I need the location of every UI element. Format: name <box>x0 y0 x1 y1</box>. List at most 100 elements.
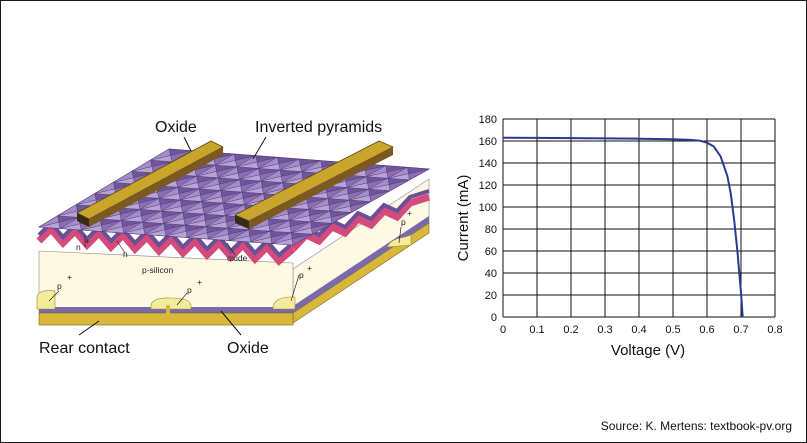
leader-p-plus-3 <box>290 274 300 302</box>
solar-cell-diagram: Oxide Inverted pyramids Rear contact Oxi… <box>36 119 431 357</box>
pyramid-facet <box>310 210 332 222</box>
pyramid-facet <box>182 201 204 213</box>
pyramid-facet <box>203 202 225 215</box>
x-tick-label: 0.6 <box>699 324 714 336</box>
y-tick-label: 180 <box>479 114 497 126</box>
x-tick-label: 0.7 <box>733 324 748 336</box>
p-plus-region-3 <box>272 296 296 310</box>
top-oxide-front <box>37 220 295 258</box>
label-p-silicon: p-silicon <box>142 265 173 275</box>
pyramid-facet <box>220 179 241 191</box>
pyramid-facet <box>163 212 185 224</box>
label-p-plus-2-sup: + <box>197 277 202 287</box>
pyramid-facet <box>263 182 284 194</box>
pyramid-facet <box>94 182 115 194</box>
pyramid-facet <box>282 171 304 183</box>
pyramid-facet <box>215 153 236 166</box>
pyramid-facet <box>308 198 330 210</box>
pyramid-facet <box>289 208 310 221</box>
label-oxide-small: oxide <box>227 253 248 263</box>
pyramid-facet <box>258 157 279 169</box>
p-plus-region-2 <box>150 297 192 310</box>
x-tick-label: 0 <box>500 324 506 336</box>
label-n: n <box>123 249 128 259</box>
label-p-plus-1: p <box>57 281 62 291</box>
label-p-plus-4-sup: + <box>407 208 412 218</box>
y-tick-label: 60 <box>485 246 497 258</box>
front-finger-2-front <box>235 215 249 229</box>
leader-rear-contact <box>78 320 100 336</box>
pyramid-facet <box>271 232 293 244</box>
pyramid-facet <box>244 193 265 205</box>
pyramid-facet <box>102 220 123 232</box>
pyramid-facet <box>180 188 201 201</box>
pyramid-facet <box>201 190 223 202</box>
leader-pyramids <box>252 136 267 160</box>
pyramid-facet <box>217 166 239 178</box>
pyramid-facet <box>38 215 60 228</box>
pyramid-facet <box>123 221 144 234</box>
front-finger-1-front <box>77 213 89 227</box>
y-tick-label: 0 <box>491 312 497 324</box>
pyramid-facet <box>121 209 142 221</box>
pyramid-facet <box>76 193 97 205</box>
label-p-plus-3-sup: + <box>307 263 312 273</box>
label-p-plus-4: p <box>401 217 406 227</box>
pyramid-facet <box>241 180 263 193</box>
pyramid-facet <box>198 177 220 190</box>
pyramid-facet <box>239 168 260 180</box>
pyramid-facet <box>329 199 351 212</box>
x-tick-label: 0.5 <box>665 324 680 336</box>
pyramid-facet <box>368 177 390 190</box>
pyramid-facet <box>139 197 161 210</box>
pyramid-facet <box>291 221 312 233</box>
pyramid-facet <box>327 187 349 199</box>
y-tick-label: 100 <box>479 202 497 214</box>
pyramid-facet <box>150 148 171 161</box>
label-n-plus: n <box>76 242 81 252</box>
front-finger-1-side <box>89 147 223 227</box>
pyramid-facet <box>177 175 199 188</box>
pyramid-facet <box>113 170 134 183</box>
pyramid-facet <box>131 159 153 172</box>
leader-oxide-bottom <box>220 310 242 336</box>
pyramid-facet <box>222 191 244 204</box>
label-p-plus-2: p <box>187 285 192 295</box>
pyramid-facet <box>158 186 180 199</box>
label-p-plus-3: p <box>299 270 304 280</box>
pyramid-facet <box>229 229 250 241</box>
label-n-plus-sup: + <box>85 236 90 246</box>
x-tick-label: 0.3 <box>597 324 612 336</box>
n-plus-layer-side <box>290 193 431 252</box>
n-plus-layer-front <box>36 223 296 266</box>
leader-p-plus-1 <box>48 290 60 302</box>
label-oxide-bottom: Oxide <box>227 340 269 357</box>
x-tick-label: 0.4 <box>631 324 646 336</box>
p-plus-region-1 <box>36 290 56 310</box>
chart-grid <box>502 118 776 318</box>
pyramid-facet <box>250 230 272 243</box>
pyramid-facet <box>184 213 206 226</box>
pyramid-facet <box>161 199 182 212</box>
leader-oxide-small <box>226 242 236 256</box>
x-tick-label: 0.2 <box>563 324 578 336</box>
pyramid-facet <box>260 169 282 182</box>
y-tick-label: 40 <box>485 268 497 280</box>
leader-p-plus-2 <box>176 292 188 306</box>
x-tick-label: 0.8 <box>767 324 782 336</box>
label-inverted-pyramids: Inverted pyramids <box>255 119 382 136</box>
pyramid-facet <box>142 210 163 223</box>
x-tick-label: 0.1 <box>529 324 544 336</box>
pyramid-facet <box>346 176 368 188</box>
pyramid-facet <box>269 219 291 232</box>
pyramid-facet <box>187 226 208 238</box>
pyramid-facet <box>387 167 409 179</box>
contact-via <box>166 305 170 315</box>
label-rear-contact: Rear contact <box>39 340 130 357</box>
pyramid-facet <box>236 155 258 167</box>
pyramid-facet <box>279 158 301 171</box>
y-axis-title: Current (mA) <box>455 175 472 262</box>
